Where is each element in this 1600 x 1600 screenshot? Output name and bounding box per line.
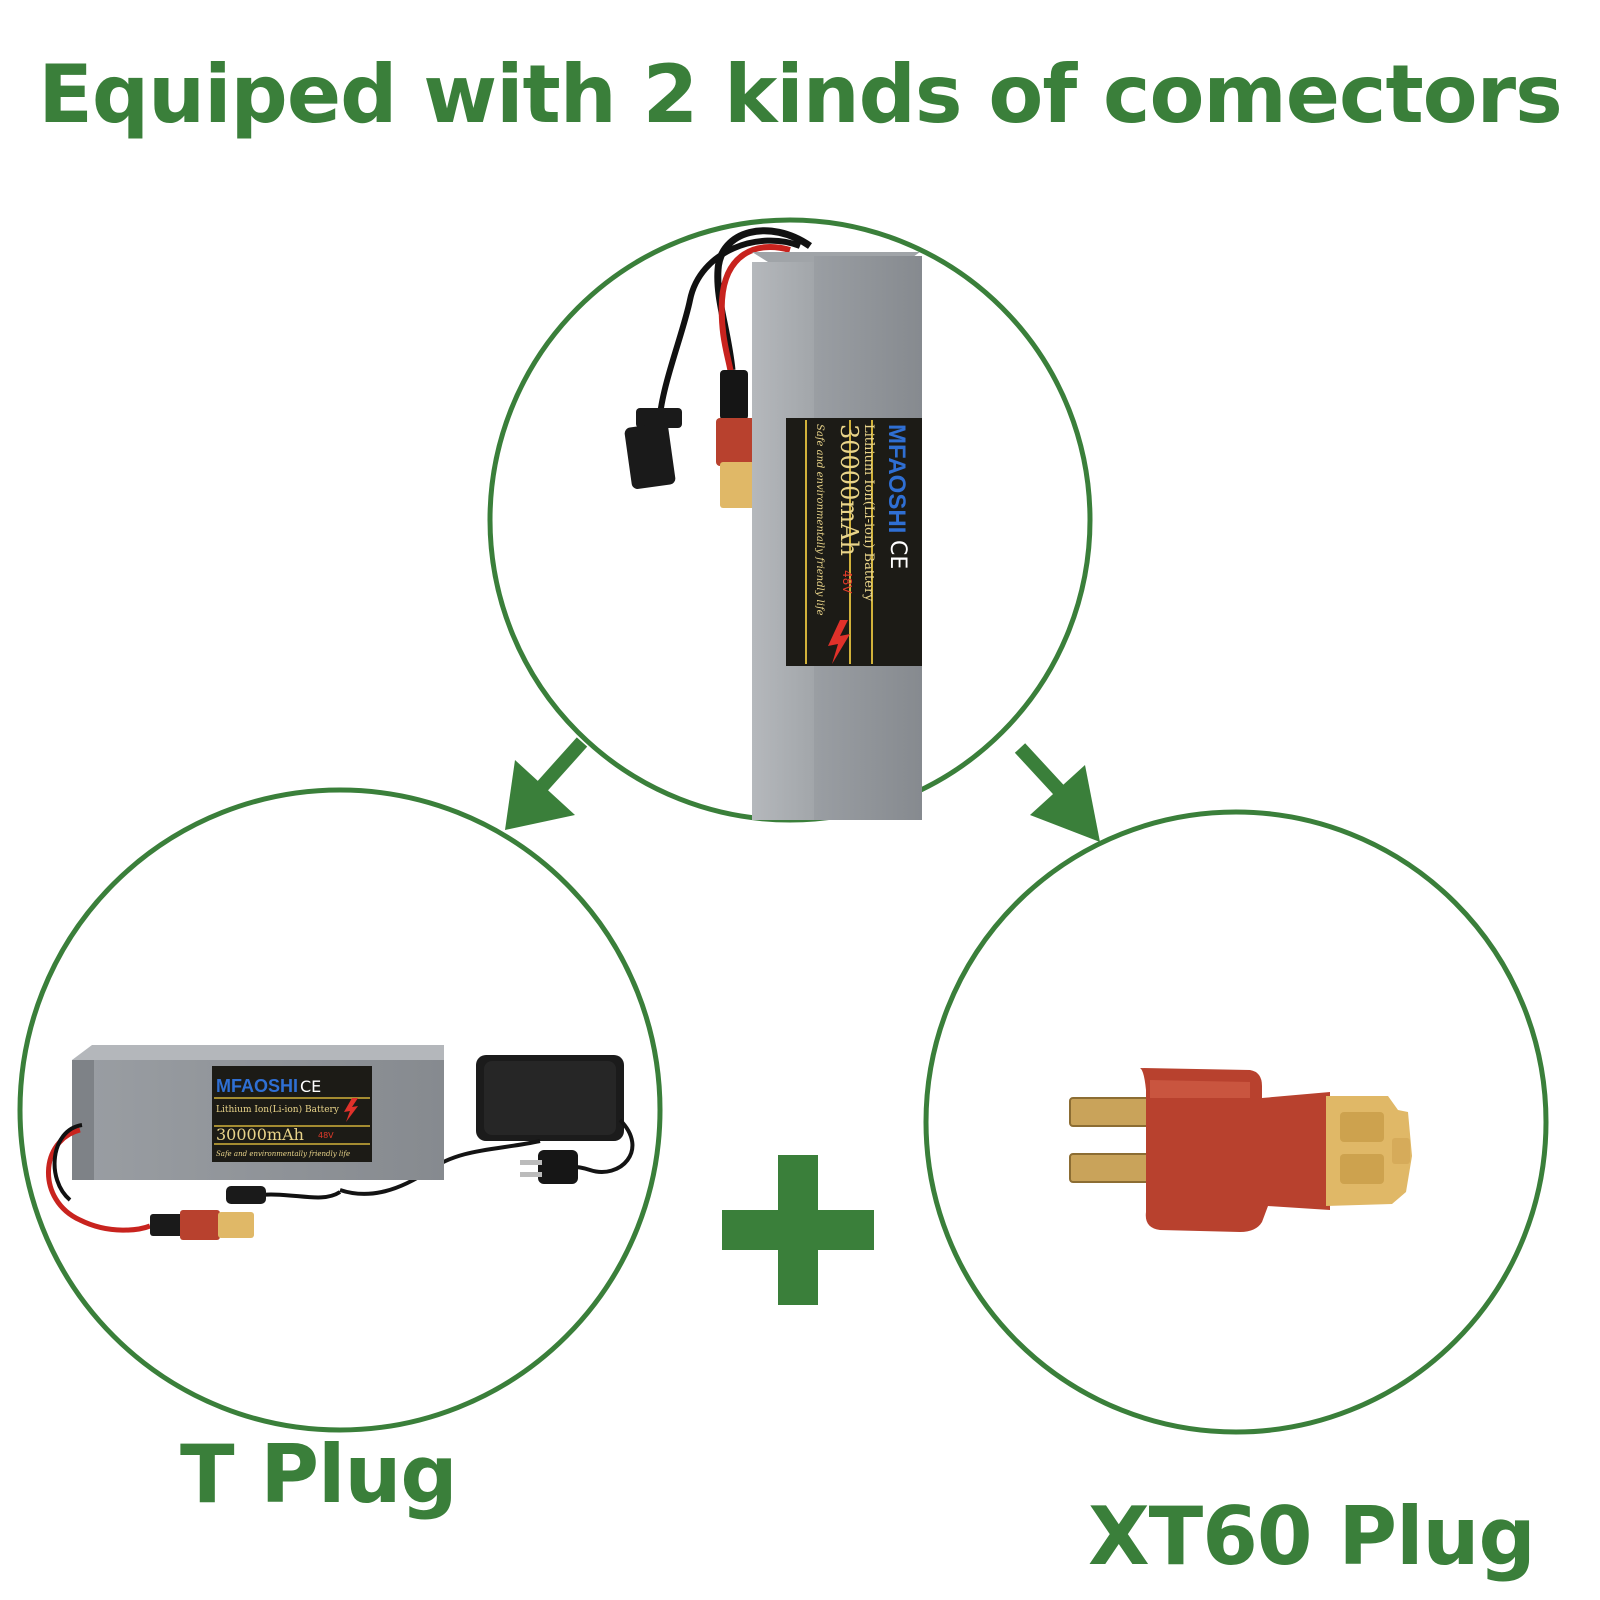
top-battery-image: MFAOSHI CE Lithium Ion(Li-ion) Battery 3… [624, 227, 922, 820]
top-battery-voltage: 48V [840, 570, 854, 594]
left-battery-capacity: 30000mAh [216, 1125, 304, 1144]
top-battery-brand: MFAOSHI [883, 424, 910, 533]
left-battery-brand: MFAOSHI [216, 1076, 298, 1096]
top-battery-slogan: Safe and environmentally friendly life [814, 424, 825, 616]
arrow-right-icon [1014, 743, 1100, 842]
t-plug-label: T Plug [180, 1428, 458, 1521]
t-plug-battery-image: MFAOSHI CE Lithium Ion(Li-ion) Battery 3… [46, 1045, 635, 1240]
left-battery-slogan: Safe and environmentally friendly life [216, 1150, 350, 1158]
xt60-plug-label: XT60 Plug [1088, 1490, 1536, 1583]
page-title: Equiped with 2 kinds of comectors [38, 48, 1562, 141]
top-battery-ce: CE [885, 540, 910, 569]
right-circle [923, 809, 1549, 1435]
left-battery-type: Lithium Ion(Li-ion) Battery [216, 1104, 340, 1115]
left-battery-voltage: 48V [318, 1131, 334, 1140]
xt60-adapter-image [1069, 1068, 1412, 1232]
top-battery-type: Lithium Ion(Li-ion) Battery [861, 424, 876, 602]
plus-icon [722, 1155, 874, 1305]
top-battery-capacity: 30000mAh [835, 424, 863, 556]
left-circle [17, 787, 663, 1433]
arrow-left-icon [505, 737, 588, 830]
left-battery-ce: CE [300, 1077, 321, 1096]
